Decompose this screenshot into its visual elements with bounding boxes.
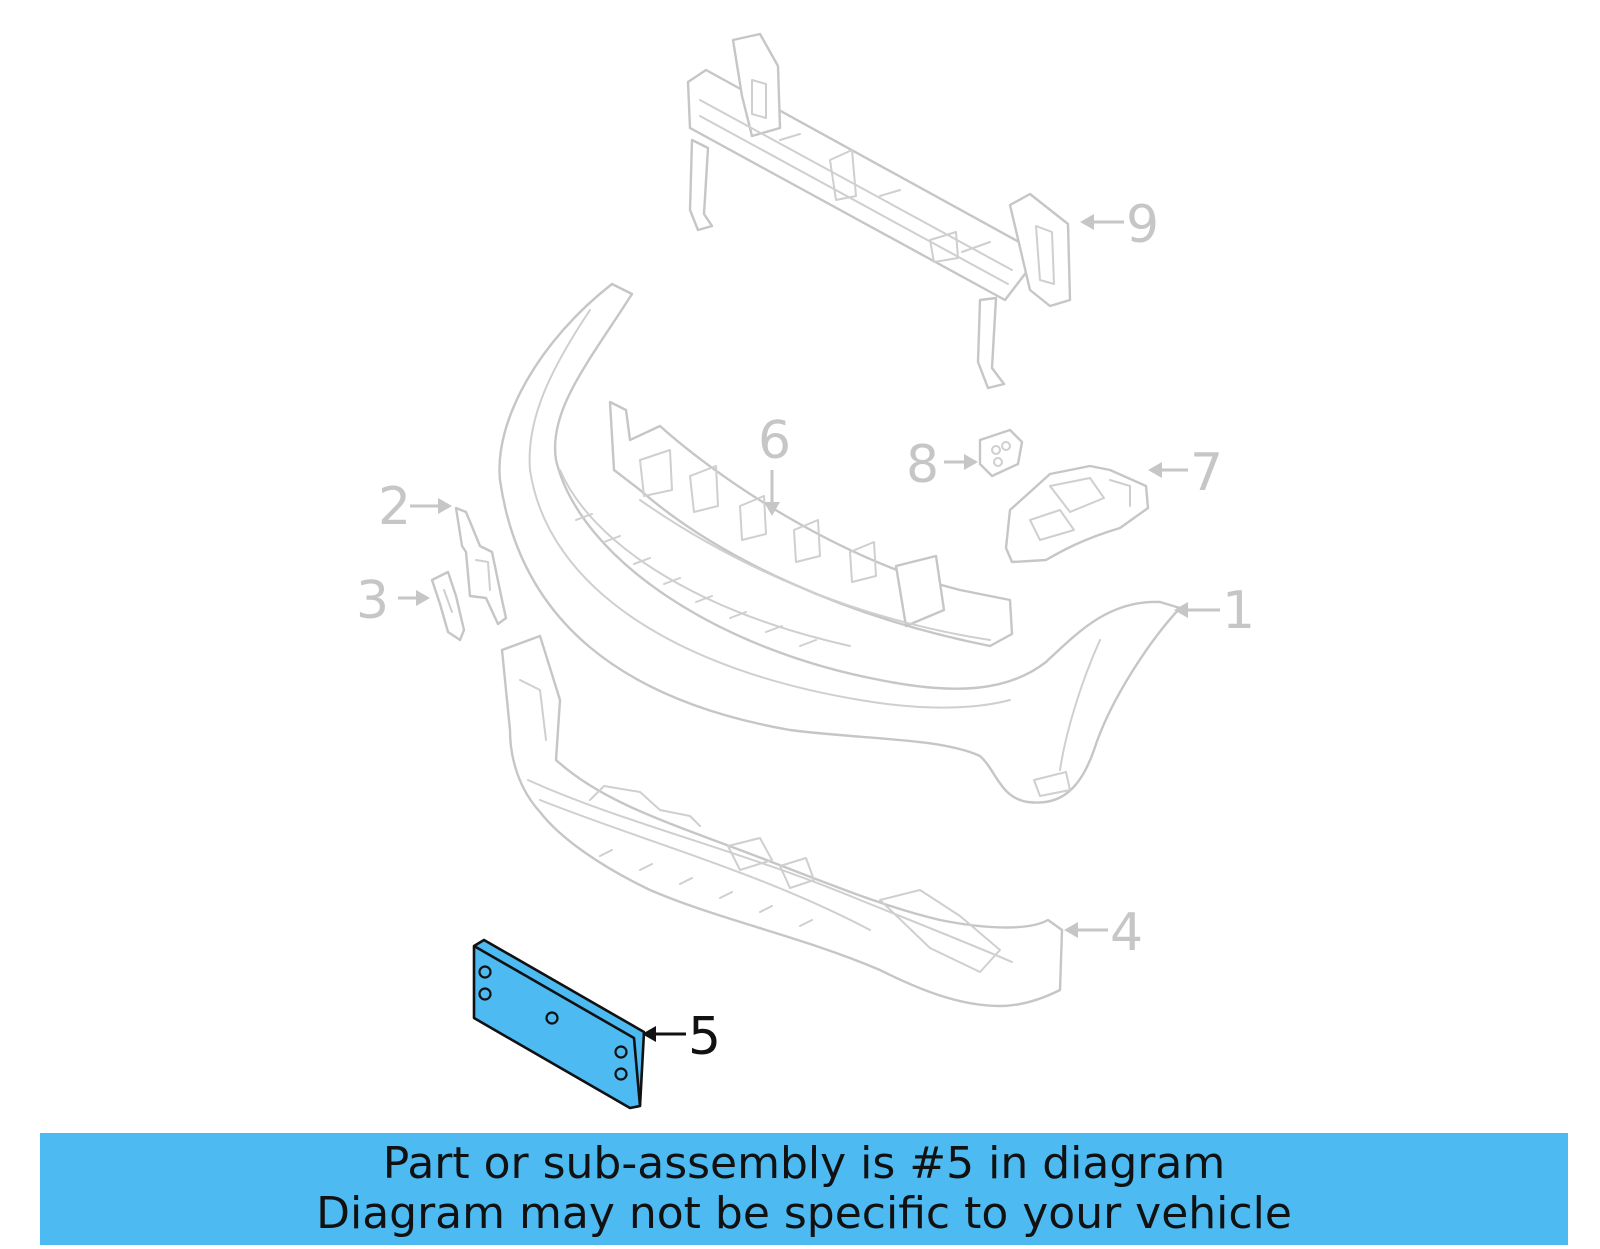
callout-6: 6 — [758, 411, 791, 516]
part-4-lower-valance[interactable] — [500, 634, 1064, 1008]
part-1-bumper-cover[interactable] — [498, 282, 1182, 804]
callout-8: 8 — [906, 435, 978, 495]
callout-4: 4 — [1064, 903, 1143, 963]
callout-3: 3 — [356, 571, 430, 631]
callout-7: 7 — [1148, 443, 1223, 503]
callout-7-label: 7 — [1190, 443, 1223, 503]
part-6-grille-support[interactable] — [608, 400, 1014, 648]
part-3-clip[interactable] — [430, 570, 466, 642]
callout-2: 2 — [378, 477, 452, 537]
callout-5-label: 5 — [688, 1007, 721, 1067]
info-banner: Part or sub-assembly is #5 in diagram Di… — [40, 1133, 1568, 1245]
banner-line-part-number: Part or sub-assembly is #5 in diagram — [382, 1138, 1226, 1189]
part-7-side-bracket[interactable] — [1004, 464, 1150, 564]
part-2-clip[interactable] — [454, 506, 508, 626]
banner-line-disclaimer: Diagram may not be specific to your vehi… — [316, 1188, 1292, 1239]
callout-5: 5 — [642, 1007, 721, 1067]
callout-1-label: 1 — [1222, 581, 1255, 641]
parts-diagram: 1 2 3 4 5 6 7 8 9 — [356, 32, 1255, 1110]
callout-8-label: 8 — [906, 435, 939, 495]
callout-2-label: 2 — [378, 477, 411, 537]
callout-1: 1 — [1174, 581, 1255, 641]
callout-6-label: 6 — [758, 411, 791, 471]
callout-9-label: 9 — [1126, 195, 1159, 255]
part-8-small-bracket[interactable] — [978, 428, 1024, 478]
callout-4-label: 4 — [1110, 903, 1143, 963]
callout-3-label: 3 — [356, 571, 389, 631]
part-9-reinforcement-beam[interactable] — [686, 32, 1072, 390]
part-5-license-plate-bracket[interactable] — [472, 938, 646, 1110]
callout-9: 9 — [1080, 195, 1159, 255]
